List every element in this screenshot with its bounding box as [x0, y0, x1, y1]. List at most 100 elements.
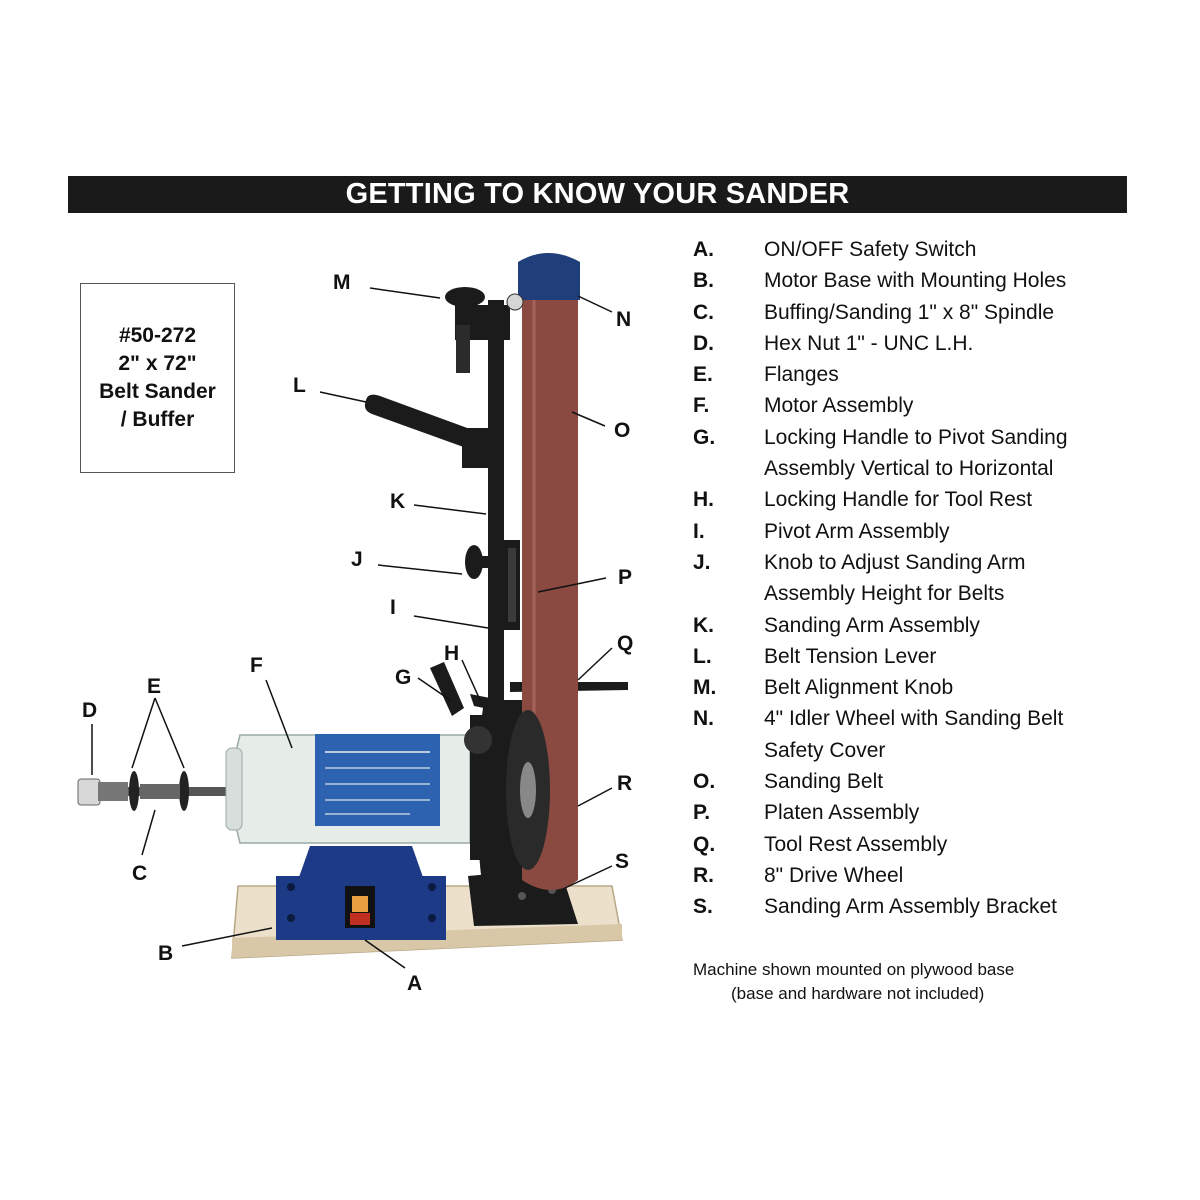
footnote-line-2: (base and hardware not included)	[731, 984, 985, 1003]
legend-letter: B.	[693, 269, 714, 293]
legend-line: Hex Nut 1" - UNC L.H.	[764, 331, 974, 355]
legend-line: Belt Alignment Knob	[764, 676, 954, 700]
legend-item-c: C. Buffing/Sanding 1" x 8" Spindle	[693, 297, 1133, 328]
callout-e: E	[147, 675, 161, 698]
callout-r: R	[617, 772, 632, 795]
safety-switch-paddle	[350, 913, 370, 925]
legend-line: Belt Tension Lever	[764, 644, 937, 668]
legend-line: Pivot Arm Assembly	[764, 519, 950, 543]
legend-item-o: O. Sanding Belt	[693, 766, 1133, 797]
legend-line: Locking Handle for Tool Rest	[764, 488, 1033, 512]
callout-i: I	[390, 596, 396, 619]
callout-h: H	[444, 642, 459, 665]
sanding-arm-column	[488, 300, 504, 710]
legend-text: Belt Tension Lever	[764, 641, 1133, 672]
legend-text: Sanding Belt	[764, 766, 1133, 797]
callout-q: Q	[617, 632, 633, 655]
motor-end-cap	[225, 747, 243, 831]
page-title: GETTING TO KNOW YOUR SANDER	[68, 176, 1127, 213]
legend-line: Flanges	[764, 363, 839, 387]
hex-nut	[77, 778, 101, 806]
mounting-hole-4	[428, 914, 436, 922]
legend-item-h: H. Locking Handle for Tool Rest	[693, 484, 1133, 515]
model-type-line-2: / Buffer	[120, 408, 195, 431]
legend-item-l: L. Belt Tension Lever	[693, 641, 1133, 672]
legend-item-e: E. Flanges	[693, 359, 1133, 390]
legend-line: Knob to Adjust Sanding Arm	[764, 550, 1026, 574]
legend-line: Locking Handle to Pivot Sanding	[764, 425, 1068, 449]
legend-text: Pivot Arm Assembly	[764, 516, 1133, 547]
model-type-line-1: Belt Sander	[99, 380, 216, 403]
idler-wheel-cover	[518, 253, 580, 300]
legend-text: Buffing/Sanding 1" x 8" Spindle	[764, 297, 1133, 328]
legend-letter: S.	[693, 895, 713, 919]
legend-text: Locking Handle for Tool Rest	[764, 484, 1133, 515]
legend-line: 4" Idler Wheel with Sanding Belt	[764, 707, 1064, 731]
footnote: Machine shown mounted on plywood base (b…	[693, 958, 1073, 1006]
plywood-base-edge	[232, 924, 622, 958]
legend-letter: N.	[693, 707, 714, 731]
legend-letter: R.	[693, 863, 714, 887]
legend-letter: K.	[693, 613, 714, 637]
locking-handle-pivot	[430, 662, 464, 716]
legend-letter: L.	[693, 644, 712, 668]
legend-item-r: R. 8" Drive Wheel	[693, 860, 1133, 891]
legend-text: Tool Rest Assembly	[764, 829, 1133, 860]
legend-line: Motor Assembly	[764, 394, 914, 418]
model-number: #50-272	[118, 324, 197, 347]
callout-s: S	[615, 850, 629, 873]
legend-text: Motor Base with Mounting Holes	[764, 265, 1133, 296]
legend-text: 4" Idler Wheel with Sanding Belt Safety …	[764, 703, 1133, 766]
legend-line: Safety Cover	[764, 738, 886, 762]
flange-inner	[179, 771, 189, 811]
model-size: 2" x 72"	[118, 352, 197, 375]
callout-k: K	[390, 490, 405, 513]
callout-f: F	[250, 654, 263, 677]
legend-line: Tool Rest Assembly	[764, 832, 948, 856]
legend-text: Sanding Arm Assembly Bracket	[764, 891, 1133, 922]
motor-base-pedestal	[298, 846, 424, 880]
legend-item-m: M. Belt Alignment Knob	[693, 672, 1133, 703]
legend-item-q: Q. Tool Rest Assembly	[693, 829, 1133, 860]
legend-letter: D.	[693, 331, 714, 355]
legend-letter: F.	[693, 394, 710, 418]
spindle-collar	[98, 782, 128, 801]
legend-letter: H.	[693, 488, 714, 512]
legend-letter: E.	[693, 363, 713, 387]
legend-line: Buffing/Sanding 1" x 8" Spindle	[764, 300, 1055, 324]
callout-b: B	[158, 942, 173, 965]
legend-item-d: D. Hex Nut 1" - UNC L.H.	[693, 328, 1133, 359]
legend-text: ON/OFF Safety Switch	[764, 234, 1133, 265]
callout-c: C	[132, 862, 147, 885]
legend-text: Motor Assembly	[764, 390, 1133, 421]
mounting-hole-3	[428, 883, 436, 891]
callout-m: M	[333, 271, 351, 294]
flange-outer	[129, 771, 139, 811]
legend-text: Hex Nut 1" - UNC L.H.	[764, 328, 1133, 359]
idler-wheel-hub	[506, 293, 524, 311]
legend-line: Sanding Arm Assembly Bracket	[764, 895, 1057, 919]
callout-p: P	[618, 566, 632, 589]
legend-line: Assembly Height for Belts	[764, 582, 1005, 606]
legend-item-p: P. Platen Assembly	[693, 797, 1133, 828]
legend-item-j: J. Knob to Adjust Sanding Arm Assembly H…	[693, 547, 1133, 610]
legend-text: Belt Alignment Knob	[764, 672, 1133, 703]
legend-item-k: K. Sanding Arm Assembly	[693, 610, 1133, 641]
mounting-hole-1	[287, 883, 295, 891]
legend-line: ON/OFF Safety Switch	[764, 238, 977, 261]
legend-letter: C.	[693, 300, 714, 324]
legend-text: Sanding Arm Assembly	[764, 610, 1133, 641]
legend-letter: A.	[693, 238, 714, 261]
legend-line: 8" Drive Wheel	[764, 863, 904, 887]
parts-legend: A. ON/OFF Safety Switch B. Motor Base wi…	[693, 234, 1133, 923]
legend-text: Flanges	[764, 359, 1133, 390]
legend-item-s: S. Sanding Arm Assembly Bracket	[693, 891, 1133, 922]
legend-item-b: B. Motor Base with Mounting Holes	[693, 265, 1133, 296]
legend-line: Sanding Belt	[764, 770, 884, 794]
legend-text: Locking Handle to Pivot Sanding Assembly…	[764, 422, 1133, 485]
legend-item-a: A. ON/OFF Safety Switch	[693, 234, 1133, 265]
legend-letter: I.	[693, 519, 705, 543]
callout-l: L	[293, 374, 306, 397]
spindle-sleeve	[140, 784, 180, 799]
